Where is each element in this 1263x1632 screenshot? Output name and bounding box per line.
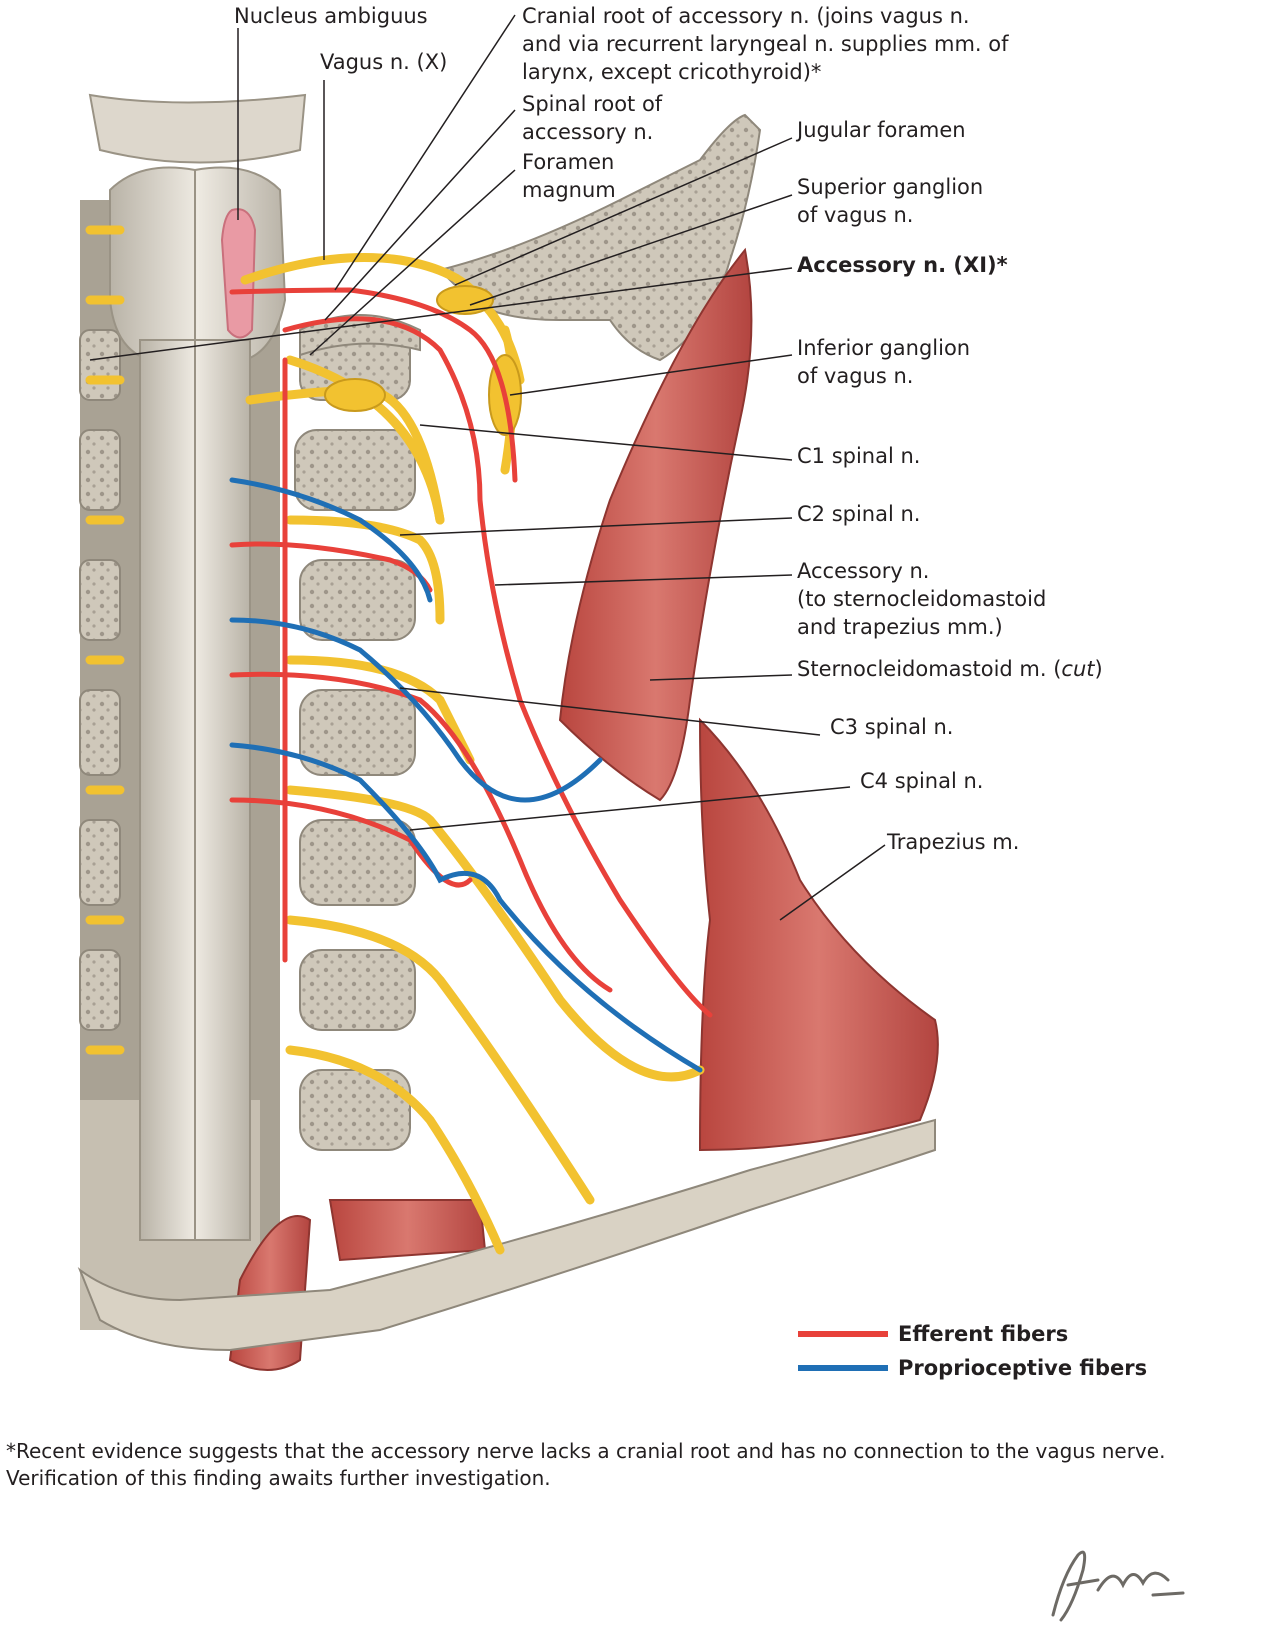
legend-proprioceptive: Proprioceptive fibers [798, 1356, 1147, 1380]
label-jugular-foramen: Jugular foramen [797, 118, 966, 142]
label-accessory-branch-2: (to sternocleidomastoid [797, 587, 1047, 611]
artist-signature [1051, 1550, 1185, 1622]
label-foramen-magnum-1: Foramen [522, 150, 615, 174]
label-foramen-magnum-2: magnum [522, 178, 616, 202]
label-cranial-root-2: and via recurrent laryngeal n. supplies … [522, 32, 1009, 56]
legend-efferent-label: Efferent fibers [898, 1322, 1069, 1346]
label-cranial-root-1: Cranial root of accessory n. (joins vagu… [522, 4, 970, 28]
nucleus-ambiguus [220, 208, 257, 339]
label-vagus-n: Vagus n. (X) [320, 50, 448, 74]
scm-close-text: ) [1094, 657, 1103, 681]
label-c2-spinal-n: C2 spinal n. [797, 502, 921, 526]
footnote-line-1: *Recent evidence suggests that the acces… [6, 1439, 1166, 1463]
label-spinal-root-1: Spinal root of [522, 92, 663, 116]
label-c1-spinal-n: C1 spinal n. [797, 444, 921, 468]
legend-efferent-swatch [798, 1331, 888, 1337]
label-accessory-xi: Accessory n. (XI)* [797, 253, 1008, 277]
efferent-fibers [229, 287, 713, 1018]
leader-lines [89, 14, 886, 921]
ganglia [324, 285, 522, 436]
spinal-cord [88, 93, 307, 1241]
legend-proprioceptive-swatch [798, 1365, 888, 1371]
trapezius-muscle [698, 717, 939, 1152]
legend-proprioceptive-label: Proprioceptive fibers [898, 1356, 1148, 1380]
label-inferior-ganglion-2: of vagus n. [797, 364, 914, 388]
superior-ganglion [436, 285, 494, 315]
scm-text: Sternocleidomastoid m. ( [797, 657, 1062, 681]
label-c4-spinal-n: C4 spinal n. [860, 769, 984, 793]
label-spinal-root-2: accessory n. [522, 120, 654, 144]
sternocleidomastoid-muscle [558, 247, 753, 802]
label-accessory-branch-1: Accessory n. [797, 559, 930, 583]
proprioceptive-fibers [229, 477, 703, 1073]
label-cranial-root-3: larynx, except cricothyroid)* [522, 60, 822, 84]
label-inferior-ganglion-1: Inferior ganglion [797, 336, 971, 360]
vertebral-bodies [79, 329, 416, 1151]
footnote-line-2: Verification of this finding awaits furt… [6, 1466, 551, 1490]
footnote: *Recent evidence suggests that the acces… [6, 1438, 1256, 1492]
label-accessory-branch-3: and trapezius mm.) [797, 615, 1003, 639]
label-superior-ganglion-2: of vagus n. [797, 203, 914, 227]
cut-muscle-middle [328, 1199, 487, 1262]
label-nucleus-ambiguus: Nucleus ambiguus [234, 4, 428, 28]
label-sternocleidomastoid: Sternocleidomastoid m. (cut) [797, 655, 1103, 683]
skull-base [299, 113, 762, 362]
scm-cut-text: cut [1061, 657, 1095, 681]
label-superior-ganglion-1: Superior ganglion [797, 175, 984, 199]
label-trapezius: Trapezius m. [887, 830, 1020, 854]
clavicle [77, 1118, 936, 1352]
label-c3-spinal-n: C3 spinal n. [830, 715, 954, 739]
legend-efferent: Efferent fibers [798, 1322, 1068, 1346]
